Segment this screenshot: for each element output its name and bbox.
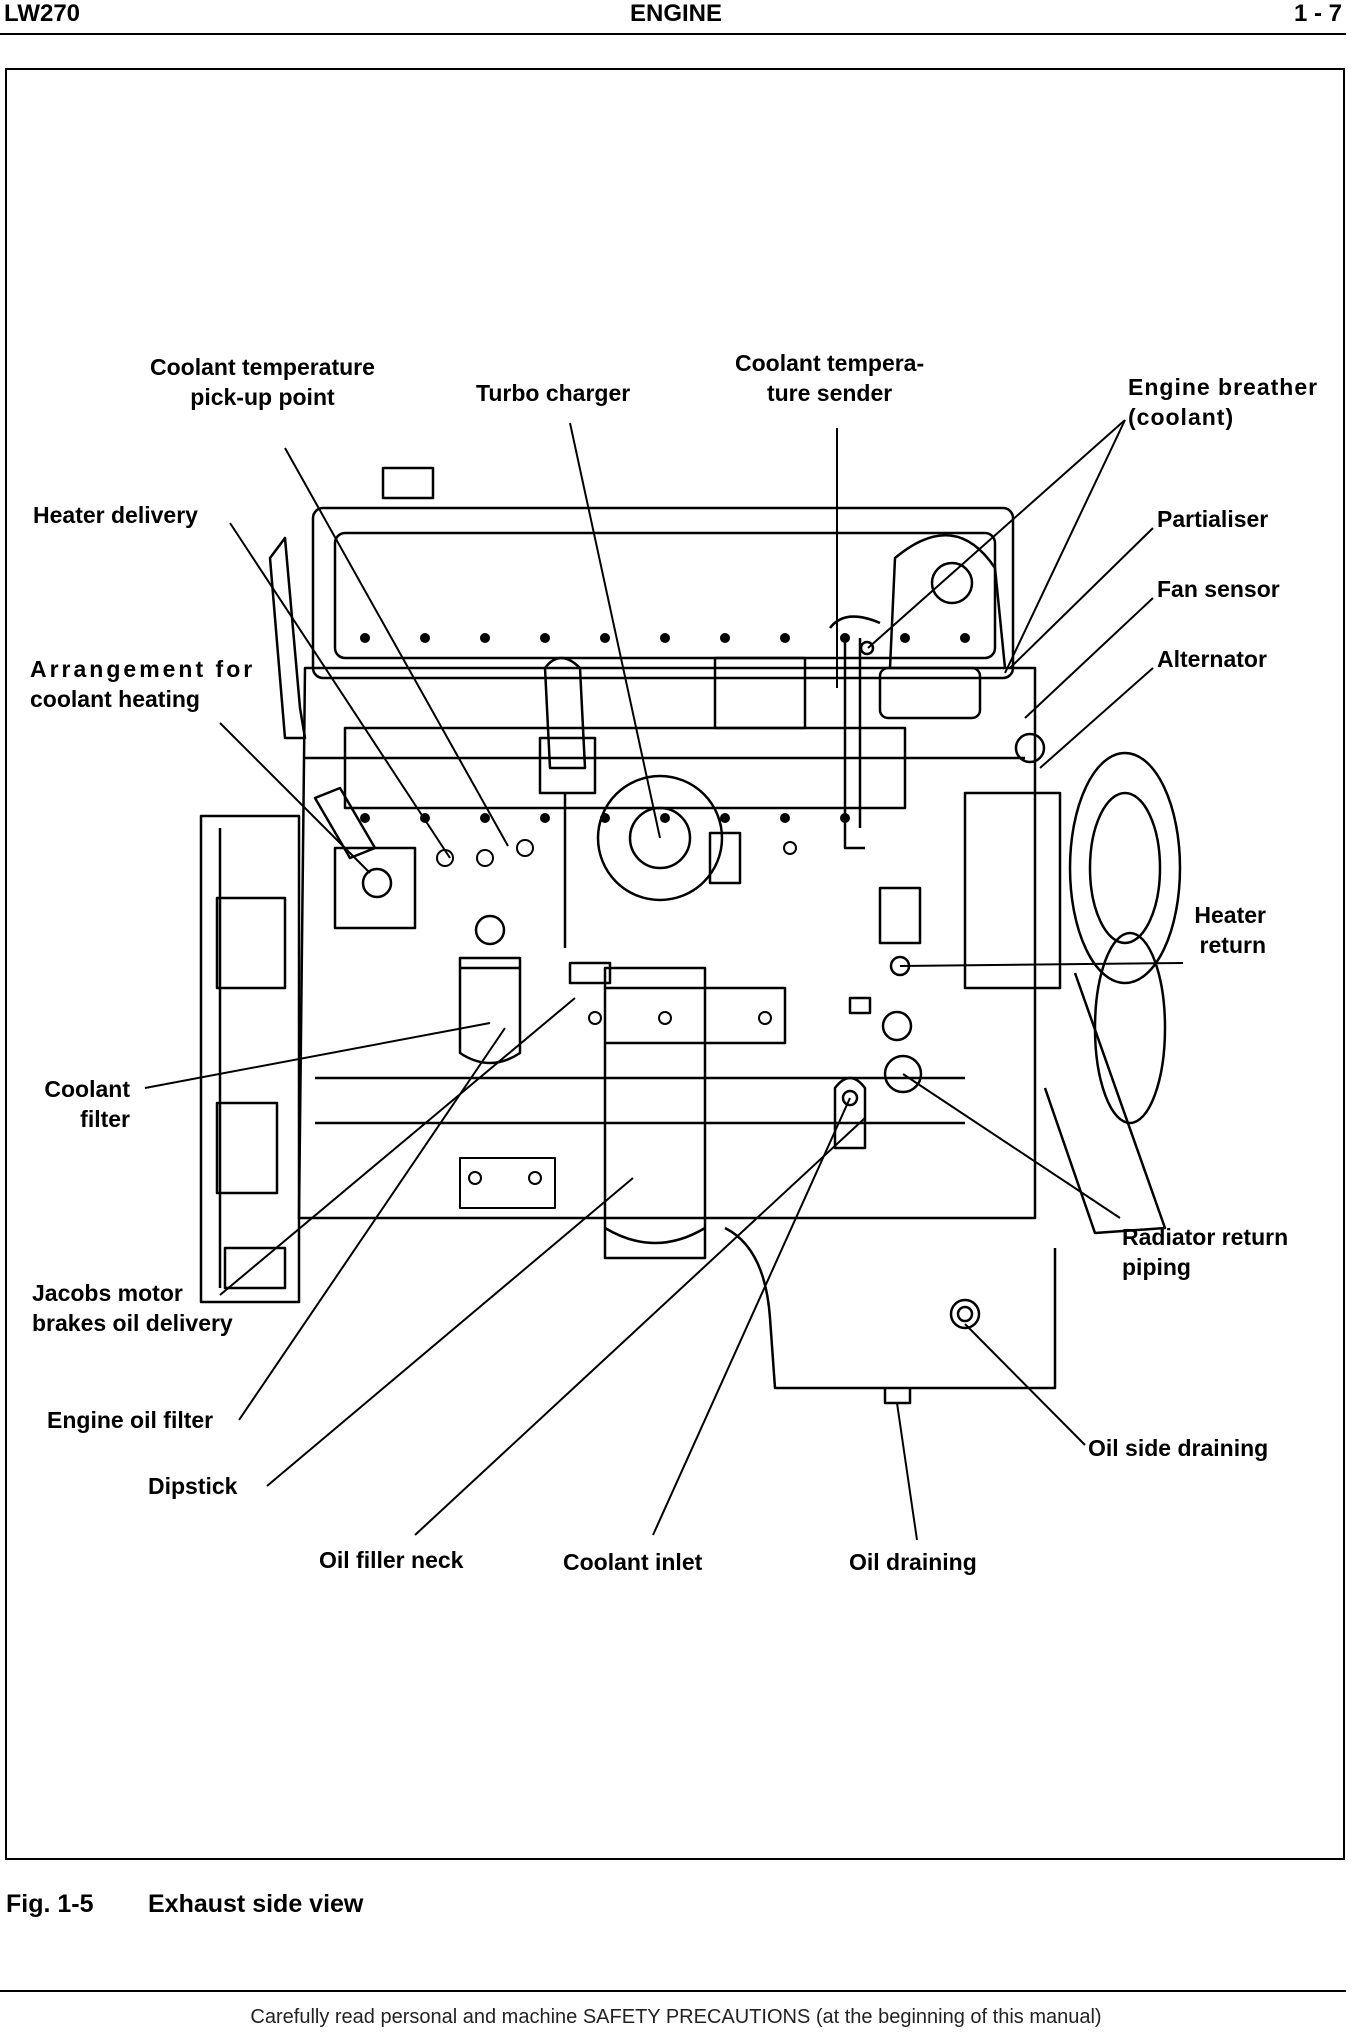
oil-pan	[724, 1226, 1057, 1390]
label-oil-filler-neck: Oil filler neck	[319, 1547, 464, 1573]
section-title: ENGINE	[629, 0, 722, 27]
label-engine-breather: Engine breather(coolant)	[1128, 374, 1319, 430]
label-coolant-temperature-sender: Coolant tempera-ture sender	[735, 350, 925, 406]
label-oil-side-draining: Oil side draining	[1088, 1435, 1269, 1461]
label-fan-sensor: Fan sensor	[1157, 576, 1280, 602]
charge-pipe	[603, 966, 707, 1260]
label-turbo-charger: Turbo charger	[476, 380, 631, 406]
coolant-heating-boss	[333, 846, 417, 930]
label-alternator: Alternator	[1157, 646, 1267, 672]
safety-footer: Carefully read personal and machine SAFE…	[250, 2006, 1102, 2028]
flywheel-housing	[199, 814, 301, 1304]
footer-rule	[0, 1990, 1346, 1992]
lifting-eye	[888, 534, 1007, 669]
leader-lines	[144, 419, 1184, 1541]
coolant-filter	[458, 956, 522, 1065]
figure-title: Exhaust side view	[148, 1890, 364, 1918]
head-bolts	[360, 633, 970, 823]
page-number: 1 - 7	[1293, 0, 1342, 27]
label-dipstick: Dipstick	[148, 1473, 238, 1499]
thermostat-housing	[878, 666, 982, 720]
figure-number: Fig. 1-5	[6, 1890, 94, 1918]
engine-illustration	[144, 419, 1184, 1541]
label-oil-draining: Oil draining	[849, 1549, 977, 1575]
oil-filler-neck	[833, 1076, 867, 1150]
valve-cover	[311, 506, 1015, 680]
fan-pulley	[1068, 751, 1182, 985]
header-rule	[0, 33, 1346, 35]
label-partialiser: Partialiser	[1157, 506, 1269, 532]
label-coolant-inlet: Coolant inlet	[563, 1549, 703, 1575]
label-engine-oil-filter: Engine oil filter	[47, 1407, 214, 1433]
figure-frame	[5, 68, 1345, 1860]
radiator-return-port	[883, 1054, 923, 1094]
oil-side-drain-plug	[949, 1298, 981, 1330]
alternator-body	[963, 791, 1062, 990]
exhaust-manifold	[343, 726, 907, 810]
label-heater-delivery: Heater delivery	[33, 502, 198, 528]
doc-code: LW270	[4, 0, 81, 27]
engine-block	[297, 666, 1037, 1220]
turbocharger	[596, 774, 724, 902]
